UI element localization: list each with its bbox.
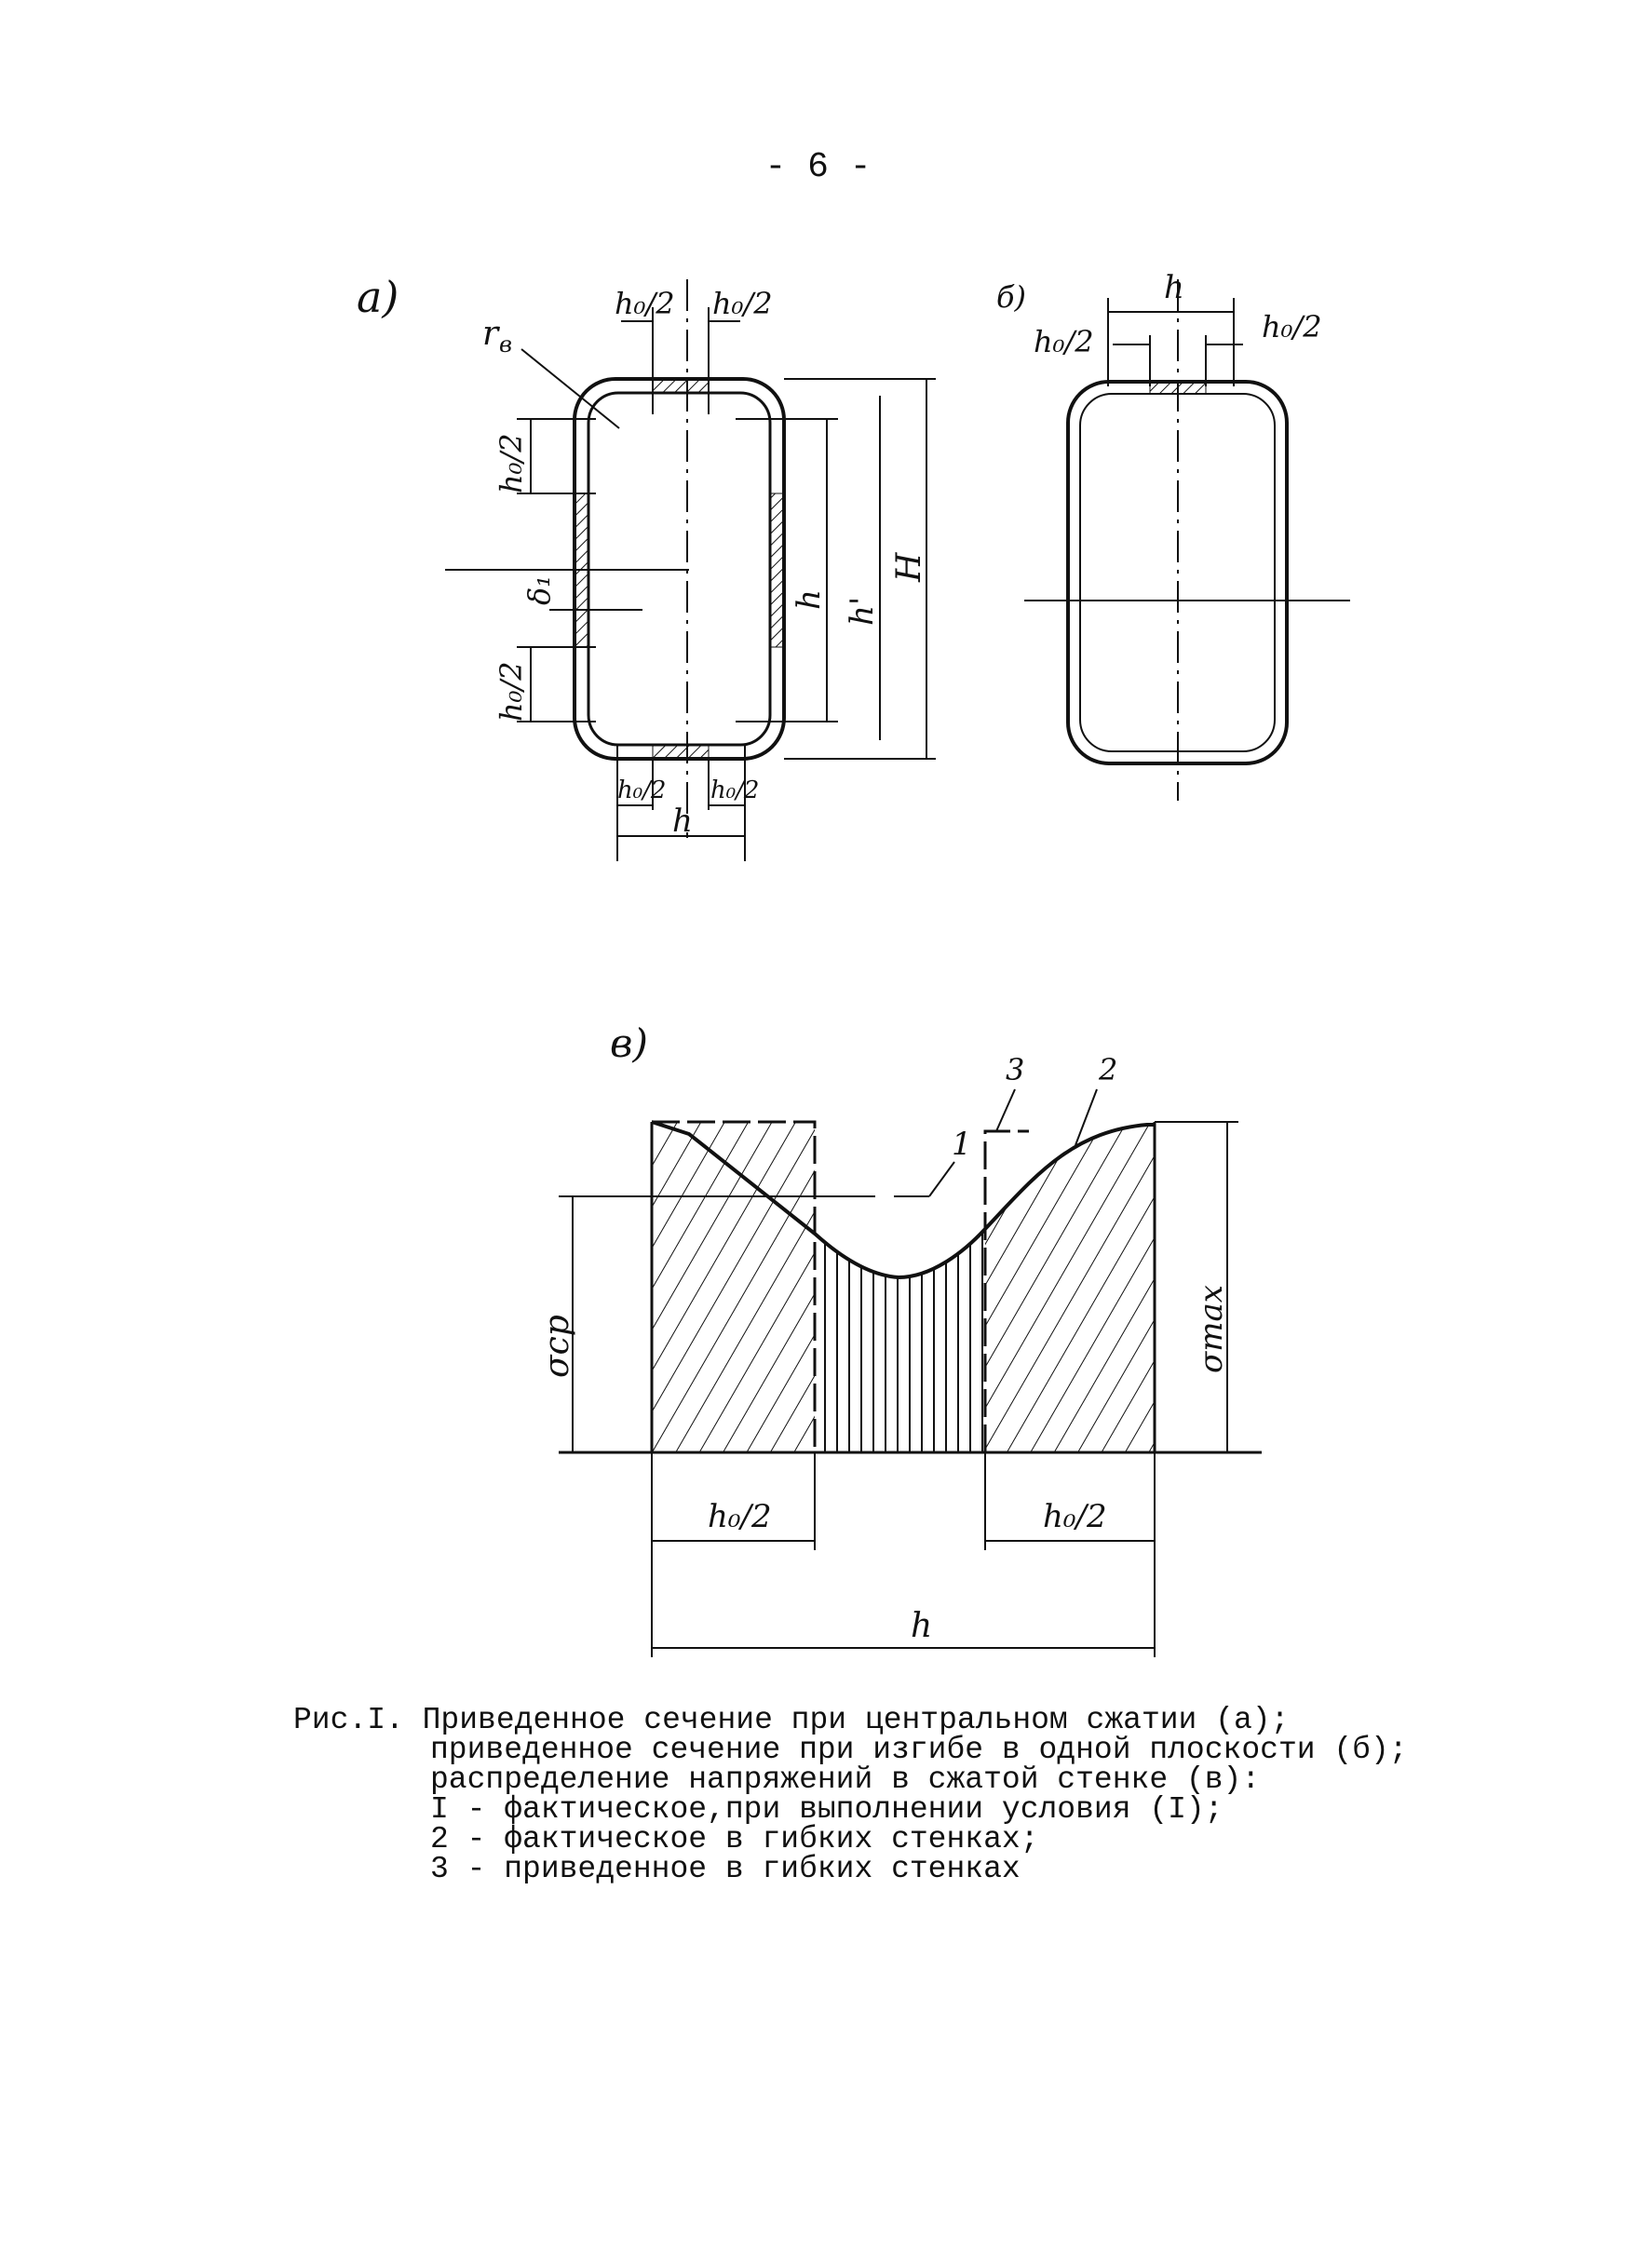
page-number: - 6 - <box>764 147 872 187</box>
caption-line-6: 3 - приведенное в гибких стенках <box>430 1852 1021 1886</box>
panel-a-h0-half-side-upper: h₀/2 <box>494 433 529 493</box>
panel-b-h0-half-left: h₀/2 <box>1034 324 1094 359</box>
panel-a-h-inner-label: h <box>791 589 828 610</box>
sigma-max-label: σmax <box>1193 1285 1230 1373</box>
panel-c: в) 1 2 3 σcp σmax <box>538 1020 1262 1657</box>
stress-zone-right <box>985 1125 1155 1452</box>
stress-zone-left <box>652 1122 815 1452</box>
panel-c-h-total: h <box>911 1607 932 1645</box>
panel-c-h0-half-left: h₀/2 <box>708 1498 772 1535</box>
panel-b-h-label: h <box>1164 269 1184 306</box>
panel-a-delta-label: δ₁ <box>521 575 557 605</box>
curve-2-label: 2 <box>1098 1052 1117 1087</box>
curve-1-actual <box>651 1120 1155 1280</box>
panel-a-h0-half-bottom-left: h₀/2 <box>617 776 666 804</box>
curve-3-reduced-right <box>983 1129 1029 1452</box>
panel-c-label: в) <box>610 1020 648 1066</box>
panel-a-h0-half-top-right: h₀/2 <box>712 286 773 321</box>
caption-line-3: распределение напряжений в сжатой стенке… <box>430 1762 1261 1797</box>
figure-caption: Рис.I. Приведенное сечение при центральн… <box>293 1703 1504 1886</box>
caption-line-5: 2 - фактическое в гибких стенках; <box>430 1822 1039 1856</box>
curve-3-label: 3 <box>1006 1052 1024 1087</box>
panel-a-hatch-right <box>769 493 785 648</box>
stress-zone-middle <box>815 1229 985 1452</box>
panel-a-hatch-bottom <box>652 744 710 760</box>
panel-a-h0-half-bottom-right: h₀/2 <box>710 776 759 804</box>
caption-line-4: I - фактическое,при выполнении условия (… <box>430 1792 1224 1827</box>
sigma-cp-label: σcp <box>538 1315 576 1378</box>
panel-a-hatch-top <box>652 378 710 394</box>
caption-line-2: приведенное сечение при изгибе в одной п… <box>430 1733 1408 1767</box>
panel-a-h-prime-label: h' <box>844 597 881 626</box>
panel-a-radius-label: r <box>482 315 500 353</box>
panel-a-h0-half-side-lower: h₀/2 <box>494 661 529 722</box>
panel-a-label: а) <box>357 272 399 322</box>
panel-a-H-label: H <box>890 552 928 583</box>
panel-a-h-bottom-label: h <box>672 803 693 840</box>
curve-1-label: 1 <box>952 1126 972 1163</box>
panel-a-h0-half-top-left: h₀/2 <box>615 286 675 321</box>
panel-b-label: б) <box>996 279 1026 315</box>
caption-line-1: Рис.I. Приведенное сечение при центральн… <box>293 1703 1290 1737</box>
panel-c-h0-half-right: h₀/2 <box>1043 1498 1107 1535</box>
curve-3-reduced <box>652 1120 817 1452</box>
panel-b: б) h h₀/2 h₀/2 <box>996 269 1350 801</box>
panel-a: а) h₀/2 h₀/2 r в h₀/2 h₀/2 δ₁ <box>357 272 936 861</box>
panel-b-h0-half-right: h₀/2 <box>1262 309 1322 344</box>
panel-a-radius-sub: в <box>499 331 512 358</box>
